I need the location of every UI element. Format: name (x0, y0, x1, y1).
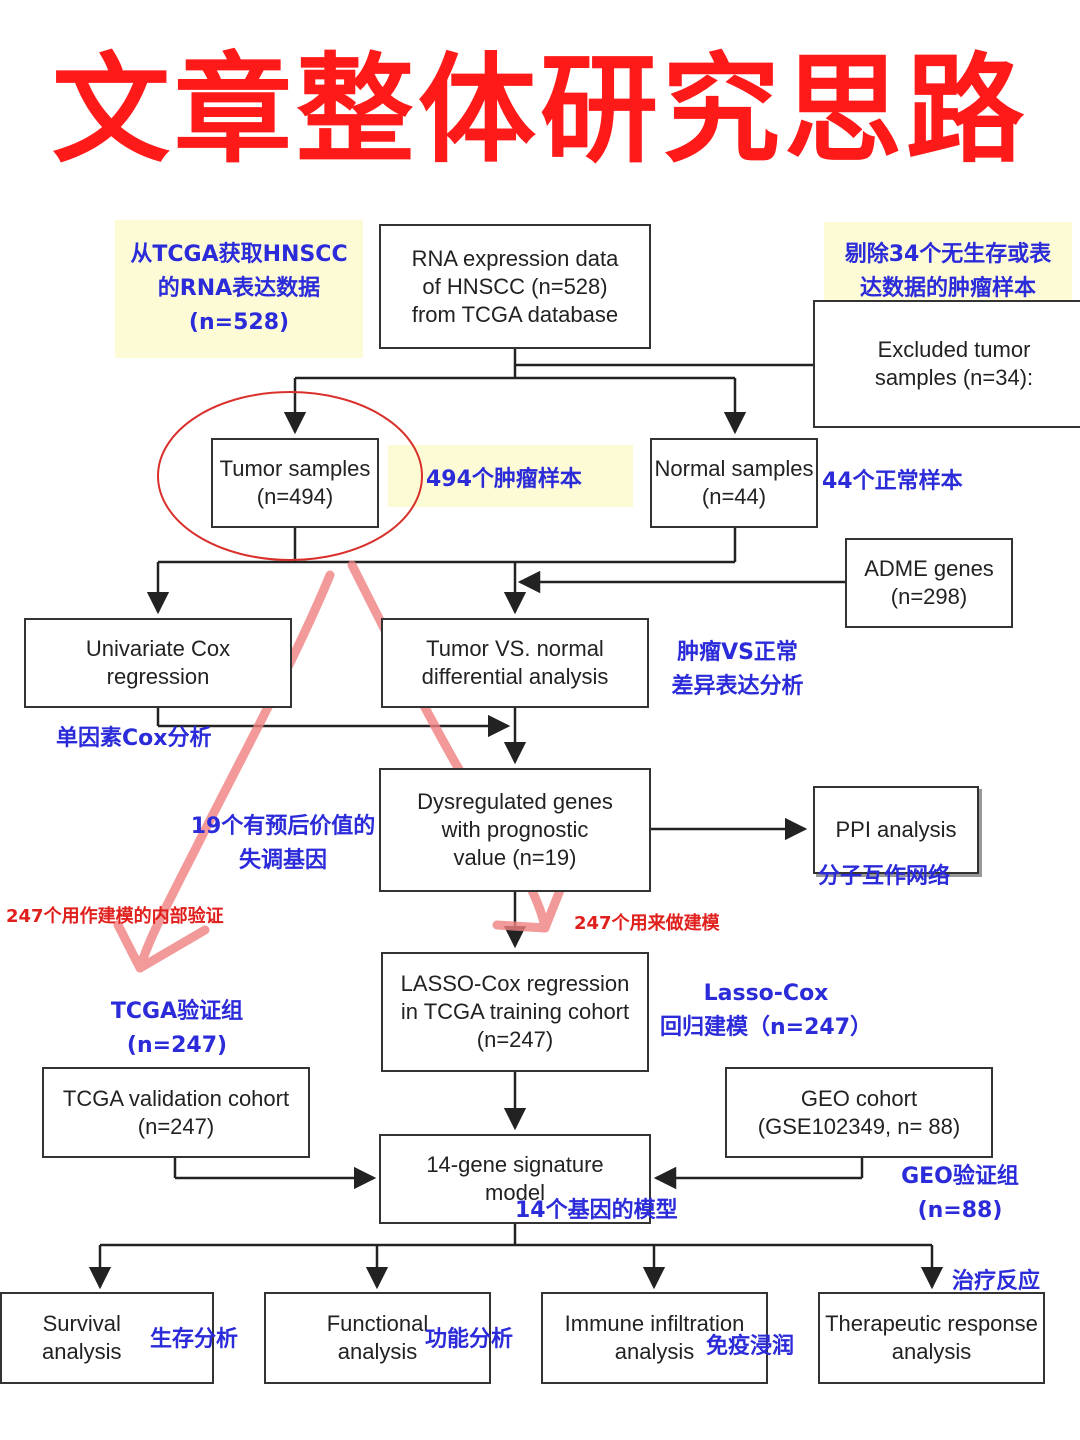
ppi-analysis-box: PPI analysis (813, 786, 979, 874)
functional-analysis-box: Functional analysis (264, 1292, 491, 1384)
univariate-cox-box: Univariate Cox regression (24, 618, 292, 708)
signature-annotation: 14个基因的模型 (515, 1198, 678, 1223)
therapeutic-annotation: 治疗反应 (952, 1269, 1041, 1294)
tumor-samples-box: Tumor samples (n=494) (211, 438, 379, 528)
dysregulated-annotation: 19个有预后价值的 失调基因 (190, 814, 376, 873)
rna-annotation: 从TCGA获取HNSCC 的RNA表达数据 (n=528) (130, 242, 348, 335)
modeling-annotation: 247个用来做建模 (574, 913, 720, 934)
excluded-samples-box: Excluded tumor samples (n=34): (813, 300, 1080, 428)
tumor-annotation-highlight (388, 445, 633, 507)
dysregulated-genes-box: Dysregulated genes with prognostic value… (379, 768, 651, 892)
differential-analysis-box: Tumor VS. normal differential analysis (381, 618, 649, 708)
survival-annotation: 生存分析 (150, 1327, 239, 1352)
rna-expression-box: RNA expression data of HNSCC (n=528) fro… (379, 224, 651, 349)
ppi-annotation: 分子互作网络 (818, 864, 951, 889)
tcga-validation-box: TCGA validation cohort (n=247) (42, 1067, 310, 1158)
univariate-annotation: 单因素Cox分析 (56, 726, 212, 751)
normal-annotation: 44个正常样本 (822, 469, 963, 494)
functional-annotation: 功能分析 (425, 1327, 514, 1352)
tumor-annotation: 494个肿瘤样本 (426, 467, 582, 492)
excluded-annotation: 剔除34个无生存或表 达数据的肿瘤样本 (844, 242, 1052, 301)
adme-genes-box: ADME genes (n=298) (845, 538, 1013, 628)
lasso-cox-box: LASSO-Cox regression in TCGA training co… (381, 952, 649, 1072)
gene-signature-box: 14-gene signature model (379, 1134, 651, 1224)
therapeutic-response-box: Therapeutic response analysis (818, 1292, 1045, 1384)
internal-validation-annotation: 247个用作建模的内部验证 (6, 906, 224, 927)
immune-annotation: 免疫浸润 (706, 1334, 795, 1359)
normal-samples-box: Normal samples (n=44) (650, 438, 818, 528)
survival-analysis-box: Survival analysis (0, 1292, 214, 1384)
page-title: 文章整体研究思路 (51, 41, 1028, 179)
diff-annotation: 肿瘤VS正常 差异表达分析 (671, 640, 804, 699)
validation-split-arrow (135, 570, 335, 973)
rna-annotation-highlight (115, 220, 363, 358)
geo-cohort-box: GEO cohort (GSE102349, n= 88) (725, 1067, 993, 1158)
tcga-validation-annotation: TCGA验证组 (n=247) (110, 999, 244, 1058)
lasso-annotation: Lasso-Cox 回归建模（n=247） (659, 981, 873, 1040)
geo-annotation: GEO验证组 (n=88) (901, 1164, 1019, 1223)
immune-infiltration-box: Immune infiltration analysis (541, 1292, 768, 1384)
tumor-highlight-circle (157, 391, 423, 561)
